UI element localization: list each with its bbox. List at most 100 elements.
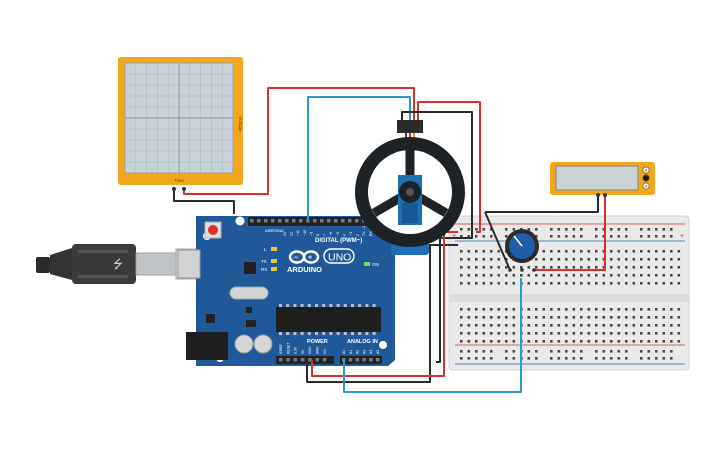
wire-black-meter[interactable] [485,195,599,213]
wire-red-scope-signal[interactable] [183,87,415,195]
usb-plug-metal [135,252,177,276]
arduino-logo: − + [288,250,320,264]
uno-label: UNO [328,252,351,264]
led-rx-label: RX [261,267,267,272]
power-pin-label: RESET [286,343,290,354]
oscilloscope[interactable]: Time Voltage [118,57,243,191]
wire-black-servo-ground[interactable] [401,111,473,363]
servo-motor[interactable] [355,120,465,255]
usb-controller-chip [244,262,256,274]
multimeter-display [555,165,639,191]
capacitor [234,334,254,354]
oscilloscope-grid [124,62,234,174]
oscilloscope-x-label: Time [174,178,184,183]
wire-red-servo-power[interactable] [417,101,481,233]
led-rx [271,267,277,271]
aref-label: AREF [265,228,276,233]
led-on-label: ON [372,262,379,267]
breadboard[interactable]: + + [448,215,690,371]
digital-header-label: DIGITAL (PWM~) [315,238,362,244]
power-pin-label: IOREF [279,344,283,354]
svg-text:+: + [308,255,312,262]
led-tx [271,259,277,263]
servo-wheel[interactable] [355,137,465,247]
wire-red-5v-rail[interactable] [311,231,458,377]
power-pin-label: Vin [323,349,327,354]
wires[interactable] [173,87,606,393]
led-on [364,262,370,266]
analog-pin-label: A3 [362,350,366,354]
led-l-label: L [264,247,267,252]
crystal-oscillator [229,286,269,300]
analog-header-label: ANALOG IN [347,339,378,345]
digital-pin-label: ~5 [336,232,340,236]
servo-connector [397,120,423,133]
digital-pin-label: 2 [356,234,360,236]
led-tx-label: TX [261,259,267,264]
mount-hole [379,341,387,349]
power-pin-label: 5V [301,349,305,354]
digital-pin-label: 8 [316,234,320,236]
usb-icon: ⭍ [113,257,123,271]
meter-mode-a-glyph: A [645,168,648,173]
rail-plus-label: + [452,233,456,240]
digital-pin-label: 13 [283,232,287,236]
wire-black-scope-ground[interactable] [173,190,235,214]
led-l [271,247,277,251]
potentiometer[interactable] [505,229,539,272]
capacitor [253,334,273,354]
board-usb-port [177,249,201,279]
usb-plug-body [72,244,136,284]
power-pin-label: GND [316,346,320,354]
analog-pin-label: A4 [369,350,373,354]
gnd-label: GND [275,228,284,233]
mount-hole [235,216,245,226]
oscilloscope-y-label: Voltage [238,116,243,132]
breadboard-body [448,215,690,371]
rail-plus-label: + [680,233,684,240]
usb-cable-strain-relief [50,248,72,280]
meter-terminal[interactable] [596,193,600,197]
power-header[interactable] [276,356,334,364]
digital-pin-label: TX→1 [362,226,366,236]
wire-black-gnd-rail[interactable] [306,244,458,383]
digital-pin-label: ~11 [296,230,300,236]
digital-pin-label: ~10 [303,230,307,236]
wire-blue-servo-signal[interactable] [307,96,411,219]
scope-probe-terminal[interactable] [172,187,176,191]
analog-pin-label: A2 [356,350,360,354]
svg-text:−: − [294,255,298,262]
analog-pin-label: A5 [376,350,380,354]
uno-badge [323,248,355,264]
digital-pin-label: 12 [290,232,294,236]
analog-header[interactable] [340,356,382,364]
small-component [206,314,215,323]
analog-pin-label: A0 [342,350,346,354]
power-pin-label: 3.3V [294,346,298,354]
power-pin-label: GND [308,346,312,354]
power-jack [186,332,228,360]
digital-pin-label: 7 [323,234,327,236]
meter-terminal[interactable] [603,193,607,197]
digital-pin-label: ~6 [329,232,333,236]
breadboard-channel [449,294,689,302]
wire-black-pot-ground[interactable] [484,211,511,271]
wire-blue-pot-analog[interactable] [343,278,522,393]
power-header-label: POWER [307,339,328,345]
meter-mode-ohms[interactable] [642,182,650,190]
multimeter[interactable]: A Ω [550,162,655,197]
wire-red-meter[interactable] [534,195,606,271]
reset-button-cap[interactable] [208,225,218,235]
arduino-brand: ARDUINO [287,265,322,274]
scope-probe-terminal[interactable] [182,187,186,191]
meter-mode-amps[interactable] [642,166,650,174]
digital-pin-label: 4 [342,234,346,236]
meter-mode-volts[interactable] [642,174,650,182]
digital-pin-label: RX←0 [369,225,373,236]
atmega-chip [276,304,381,335]
